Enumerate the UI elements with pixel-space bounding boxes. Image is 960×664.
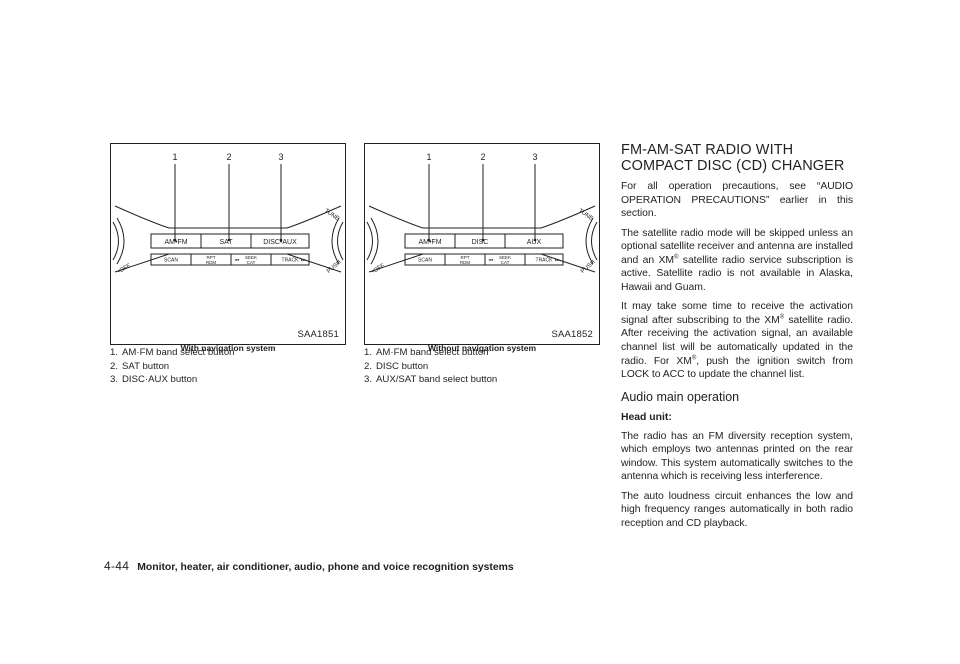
intro-paragraph: It may take some time to receive the act… bbox=[621, 301, 853, 381]
band-button-label: DISC bbox=[472, 239, 489, 246]
callout-number: 1 bbox=[426, 152, 431, 162]
section-title: FM-AM-SAT RADIO WITH COMPACT DISC (CD) C… bbox=[621, 142, 845, 174]
band-button-label: AM•FM bbox=[164, 239, 187, 246]
callout-dot bbox=[427, 238, 431, 242]
bezel-bottom-curve bbox=[368, 253, 596, 273]
legend-item: 2.DISC button bbox=[364, 360, 429, 372]
band-button-label: AM•FM bbox=[418, 239, 441, 246]
push-label: PUSH bbox=[580, 260, 597, 275]
figure-code: SAA1852 bbox=[551, 329, 593, 340]
track-forward-icon: ⏭ bbox=[301, 258, 306, 264]
intro-paragraph: For all operation precautions, see “AUDI… bbox=[621, 181, 853, 220]
page-number: 4-44 bbox=[104, 559, 130, 573]
figure-caption: With navigation system bbox=[180, 343, 276, 353]
figure-caption: Without navigation system bbox=[427, 343, 537, 353]
registered-mark: ® bbox=[779, 314, 785, 321]
band-button-label: DISC•AUX bbox=[263, 239, 297, 246]
bezel-top-curve bbox=[114, 205, 342, 229]
figure-legend-list: 1.AM·FM band select button 2.SAT button … bbox=[110, 346, 235, 387]
control-button-label: RDM bbox=[460, 260, 470, 265]
bottom-button-row bbox=[404, 253, 564, 266]
control-button-label: SCAN bbox=[164, 258, 178, 264]
legend-item: 3.AUX/SAT band select button bbox=[364, 374, 498, 386]
control-button-label: TRACK bbox=[536, 258, 554, 264]
section-body: FM-AM-SAT RADIO WITH COMPACT DISC (CD) C… bbox=[621, 142, 853, 530]
tune-knob-arc bbox=[585, 217, 594, 265]
tune-knob-arc bbox=[337, 221, 344, 261]
band-button-label: AUX bbox=[527, 239, 542, 246]
control-button-label: SCAN bbox=[418, 258, 432, 264]
legend-item: 2.SAT button bbox=[110, 360, 170, 372]
legend-item: 1.AM·FM band select button bbox=[364, 347, 489, 358]
bottom-button-row bbox=[150, 253, 310, 266]
page-footer: 4-44 Monitor, heater, air conditioner, au… bbox=[104, 560, 514, 574]
control-button-label: RDM bbox=[206, 260, 216, 265]
legend-item: 3.DISC·AUX button bbox=[110, 374, 198, 386]
registered-mark: ® bbox=[674, 254, 679, 261]
intro-paragraph: The satellite radio mode will be skipped… bbox=[621, 227, 853, 293]
control-button-label: TRACK bbox=[282, 258, 300, 264]
minor-heading: Head unit: bbox=[621, 411, 672, 423]
tune-knob-arc bbox=[591, 221, 598, 261]
callout-number: 3 bbox=[532, 152, 537, 162]
callout-number: 2 bbox=[480, 152, 485, 162]
control-button-label: RPT bbox=[207, 255, 216, 260]
push-label: PUSH bbox=[326, 260, 343, 275]
figure-code: SAA1851 bbox=[297, 329, 339, 340]
callout-number: 2 bbox=[226, 152, 231, 162]
seek-back-icon: ⏮ bbox=[235, 258, 240, 264]
control-button-label: SEEK bbox=[245, 255, 257, 260]
band-button-label: SAT bbox=[219, 239, 233, 246]
legend-item: 1.AM·FM band select button bbox=[110, 347, 235, 358]
callout-number: 1 bbox=[172, 152, 177, 162]
off-label: •OFF bbox=[371, 263, 386, 275]
callout-dot bbox=[533, 238, 537, 242]
seek-back-icon: ⏮ bbox=[489, 258, 494, 264]
subheading: Audio main operation bbox=[621, 389, 740, 404]
top-button-row bbox=[150, 233, 310, 249]
callout-dot bbox=[173, 238, 177, 242]
volume-knob-arc bbox=[112, 221, 119, 261]
volume-knob-arc bbox=[116, 217, 125, 265]
tune-knob-arc bbox=[331, 217, 340, 265]
chapter-title: Monitor, heater, air conditioner, audio,… bbox=[137, 562, 514, 573]
callout-dot bbox=[481, 238, 485, 242]
bezel-top-curve bbox=[368, 205, 596, 229]
top-button-row bbox=[404, 233, 564, 249]
control-button-label: RPT bbox=[461, 255, 470, 260]
off-label: •OFF bbox=[117, 263, 132, 275]
body-paragraph: The auto loudness circuit enhances the l… bbox=[621, 490, 853, 529]
callout-number: 3 bbox=[278, 152, 283, 162]
track-forward-icon: ⏭ bbox=[555, 258, 560, 264]
body-paragraph: The radio has an FM diversity reception … bbox=[621, 430, 853, 483]
control-button-label: SEEK bbox=[499, 255, 511, 260]
figure-legend-list: 1.AM·FM band select button 2.DISC button… bbox=[364, 346, 497, 387]
callout-dot bbox=[227, 238, 231, 242]
volume-knob-arc bbox=[366, 221, 373, 261]
registered-mark: ® bbox=[691, 355, 697, 362]
callout-dot bbox=[279, 238, 283, 242]
control-button-label: CAT bbox=[501, 260, 510, 265]
control-button-label: CAT bbox=[247, 260, 256, 265]
volume-knob-arc bbox=[370, 217, 379, 265]
bezel-bottom-curve bbox=[114, 253, 342, 273]
